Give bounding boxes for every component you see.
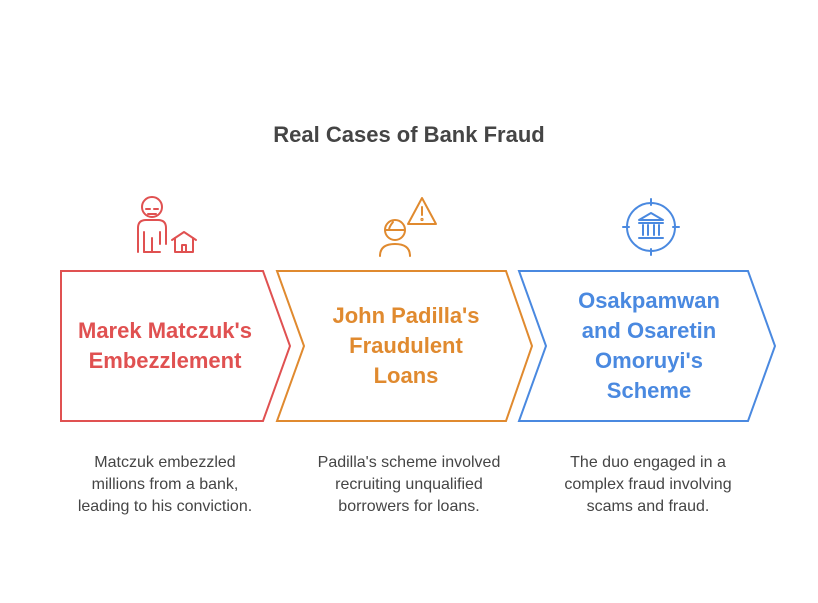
chevron-step-2 — [275, 270, 534, 422]
diagram-title: Real Cases of Bank Fraud — [273, 122, 545, 147]
bank-target-icon — [622, 198, 680, 256]
step-1-description: Matczuk embezzled millions from a bank, … — [77, 454, 253, 515]
chevron-step-1 — [60, 270, 292, 422]
chevron-step-3 — [517, 270, 777, 422]
step-3-label: Osakpamwan and Osaretin Omoruyi's Scheme — [578, 288, 720, 403]
person-warning-icon — [379, 197, 437, 257]
step-3-description: The duo engaged in a complex fraud invol… — [564, 454, 732, 515]
step-2-label: John Padilla's Fraudulent Loans — [332, 303, 480, 388]
person-house-icon — [137, 196, 197, 253]
step-1-label: Marek Matczuk's Embezzlement — [78, 318, 252, 373]
step-2-description: Padilla's scheme involved recruiting unq… — [317, 454, 501, 515]
